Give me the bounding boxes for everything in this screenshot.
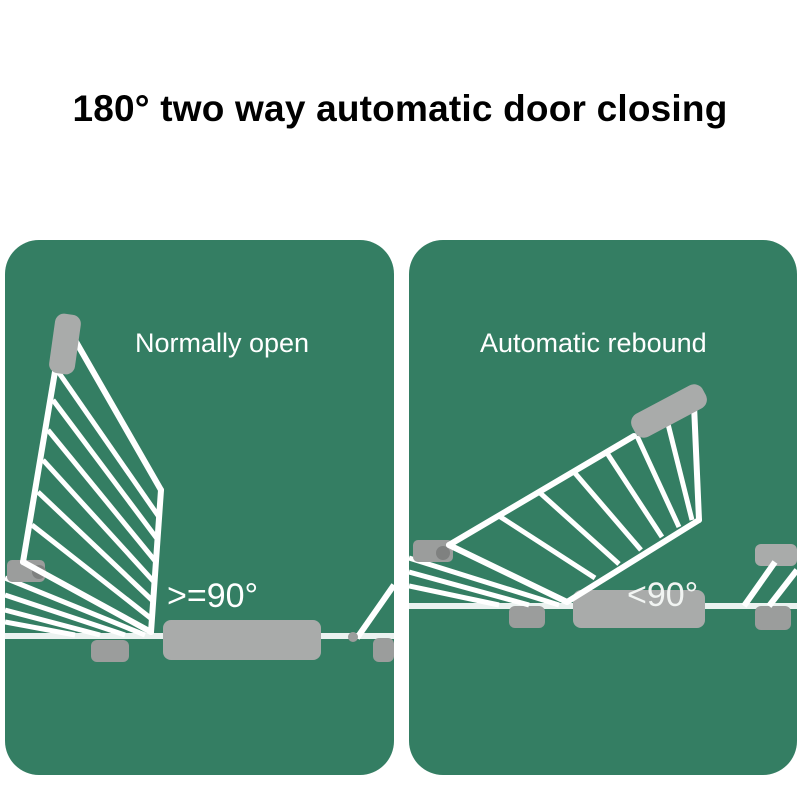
open-angle-label: >=90° — [167, 577, 259, 615]
automatic-rebound-panel: Automatic rebound <90° — [409, 240, 797, 775]
page-title: 180° two way automatic door closing — [72, 88, 728, 129]
normally-open-panel: Normally open >=90° — [5, 240, 394, 775]
normally-open-label: Normally open — [135, 328, 310, 358]
gate-open-illustration — [5, 313, 394, 662]
automatic-rebound-label: Automatic rebound — [480, 328, 707, 358]
gate-rebound-illustration — [409, 384, 797, 630]
rebound-angle-label: <90° — [627, 576, 699, 614]
